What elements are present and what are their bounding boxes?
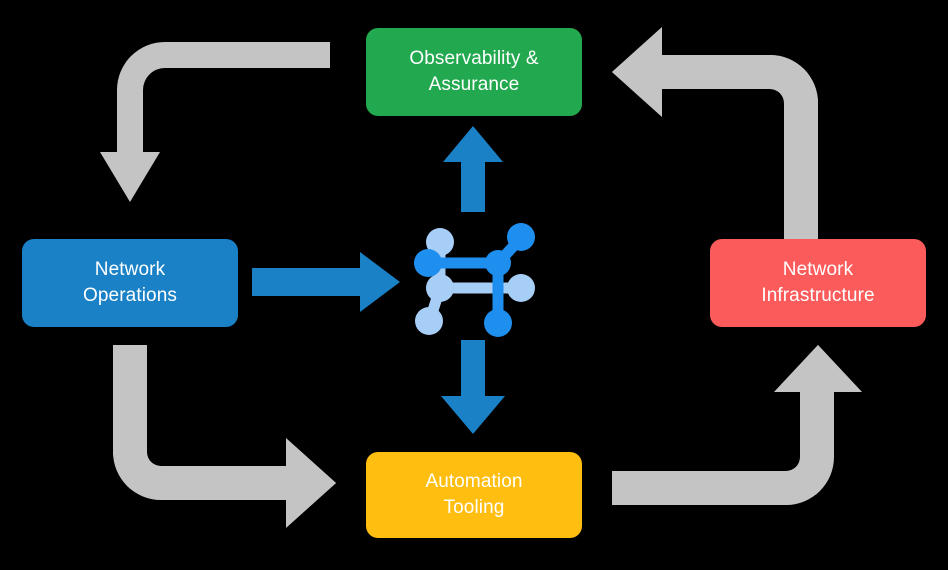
topology-node-bottom <box>484 309 512 337</box>
node-box-network-infrastructure[interactable]: Network Infrastructure <box>710 239 926 327</box>
topology-node-left <box>414 249 442 277</box>
cycle-arrow-operations-to-automation <box>113 345 336 528</box>
box-label-line1: Network <box>94 259 166 281</box>
topology-node-mid-light <box>426 274 454 302</box>
node-box-network-operations[interactable]: Network Operations <box>22 239 238 327</box>
box-label-line1: Network <box>782 259 854 281</box>
box-label-line1: Automation <box>425 471 523 493</box>
cycle-arrow-observability-to-operations <box>100 42 330 202</box>
center-arrow-center-to-automation <box>441 340 505 434</box>
cycle-arrow-automation-to-infrastructure <box>612 345 862 505</box>
topology-node-right-light <box>507 274 535 302</box>
cycle-arrow-infrastructure-to-observability <box>612 27 818 239</box>
center-arrow-operations-to-center <box>252 252 400 312</box>
topology-node-bottomleft-light <box>415 307 443 335</box>
topology-node-topright <box>507 223 535 251</box>
box-label-line2: Assurance <box>428 74 520 95</box>
topology-node-top-light <box>426 228 454 256</box>
box-label-line2: Infrastructure <box>761 285 875 306</box>
box-label-line2: Tooling <box>443 497 505 518</box>
topology-node-hub <box>485 250 511 276</box>
box-label-line1: Observability & <box>409 48 539 70</box>
node-box-automation-tooling[interactable]: Automation Tooling <box>366 452 582 538</box>
center-arrow-center-to-observability <box>443 126 503 212</box>
network-topology-icon <box>414 223 535 337</box>
box-label-line2: Operations <box>83 285 177 306</box>
node-box-observability[interactable]: Observability & Assurance <box>366 28 582 116</box>
